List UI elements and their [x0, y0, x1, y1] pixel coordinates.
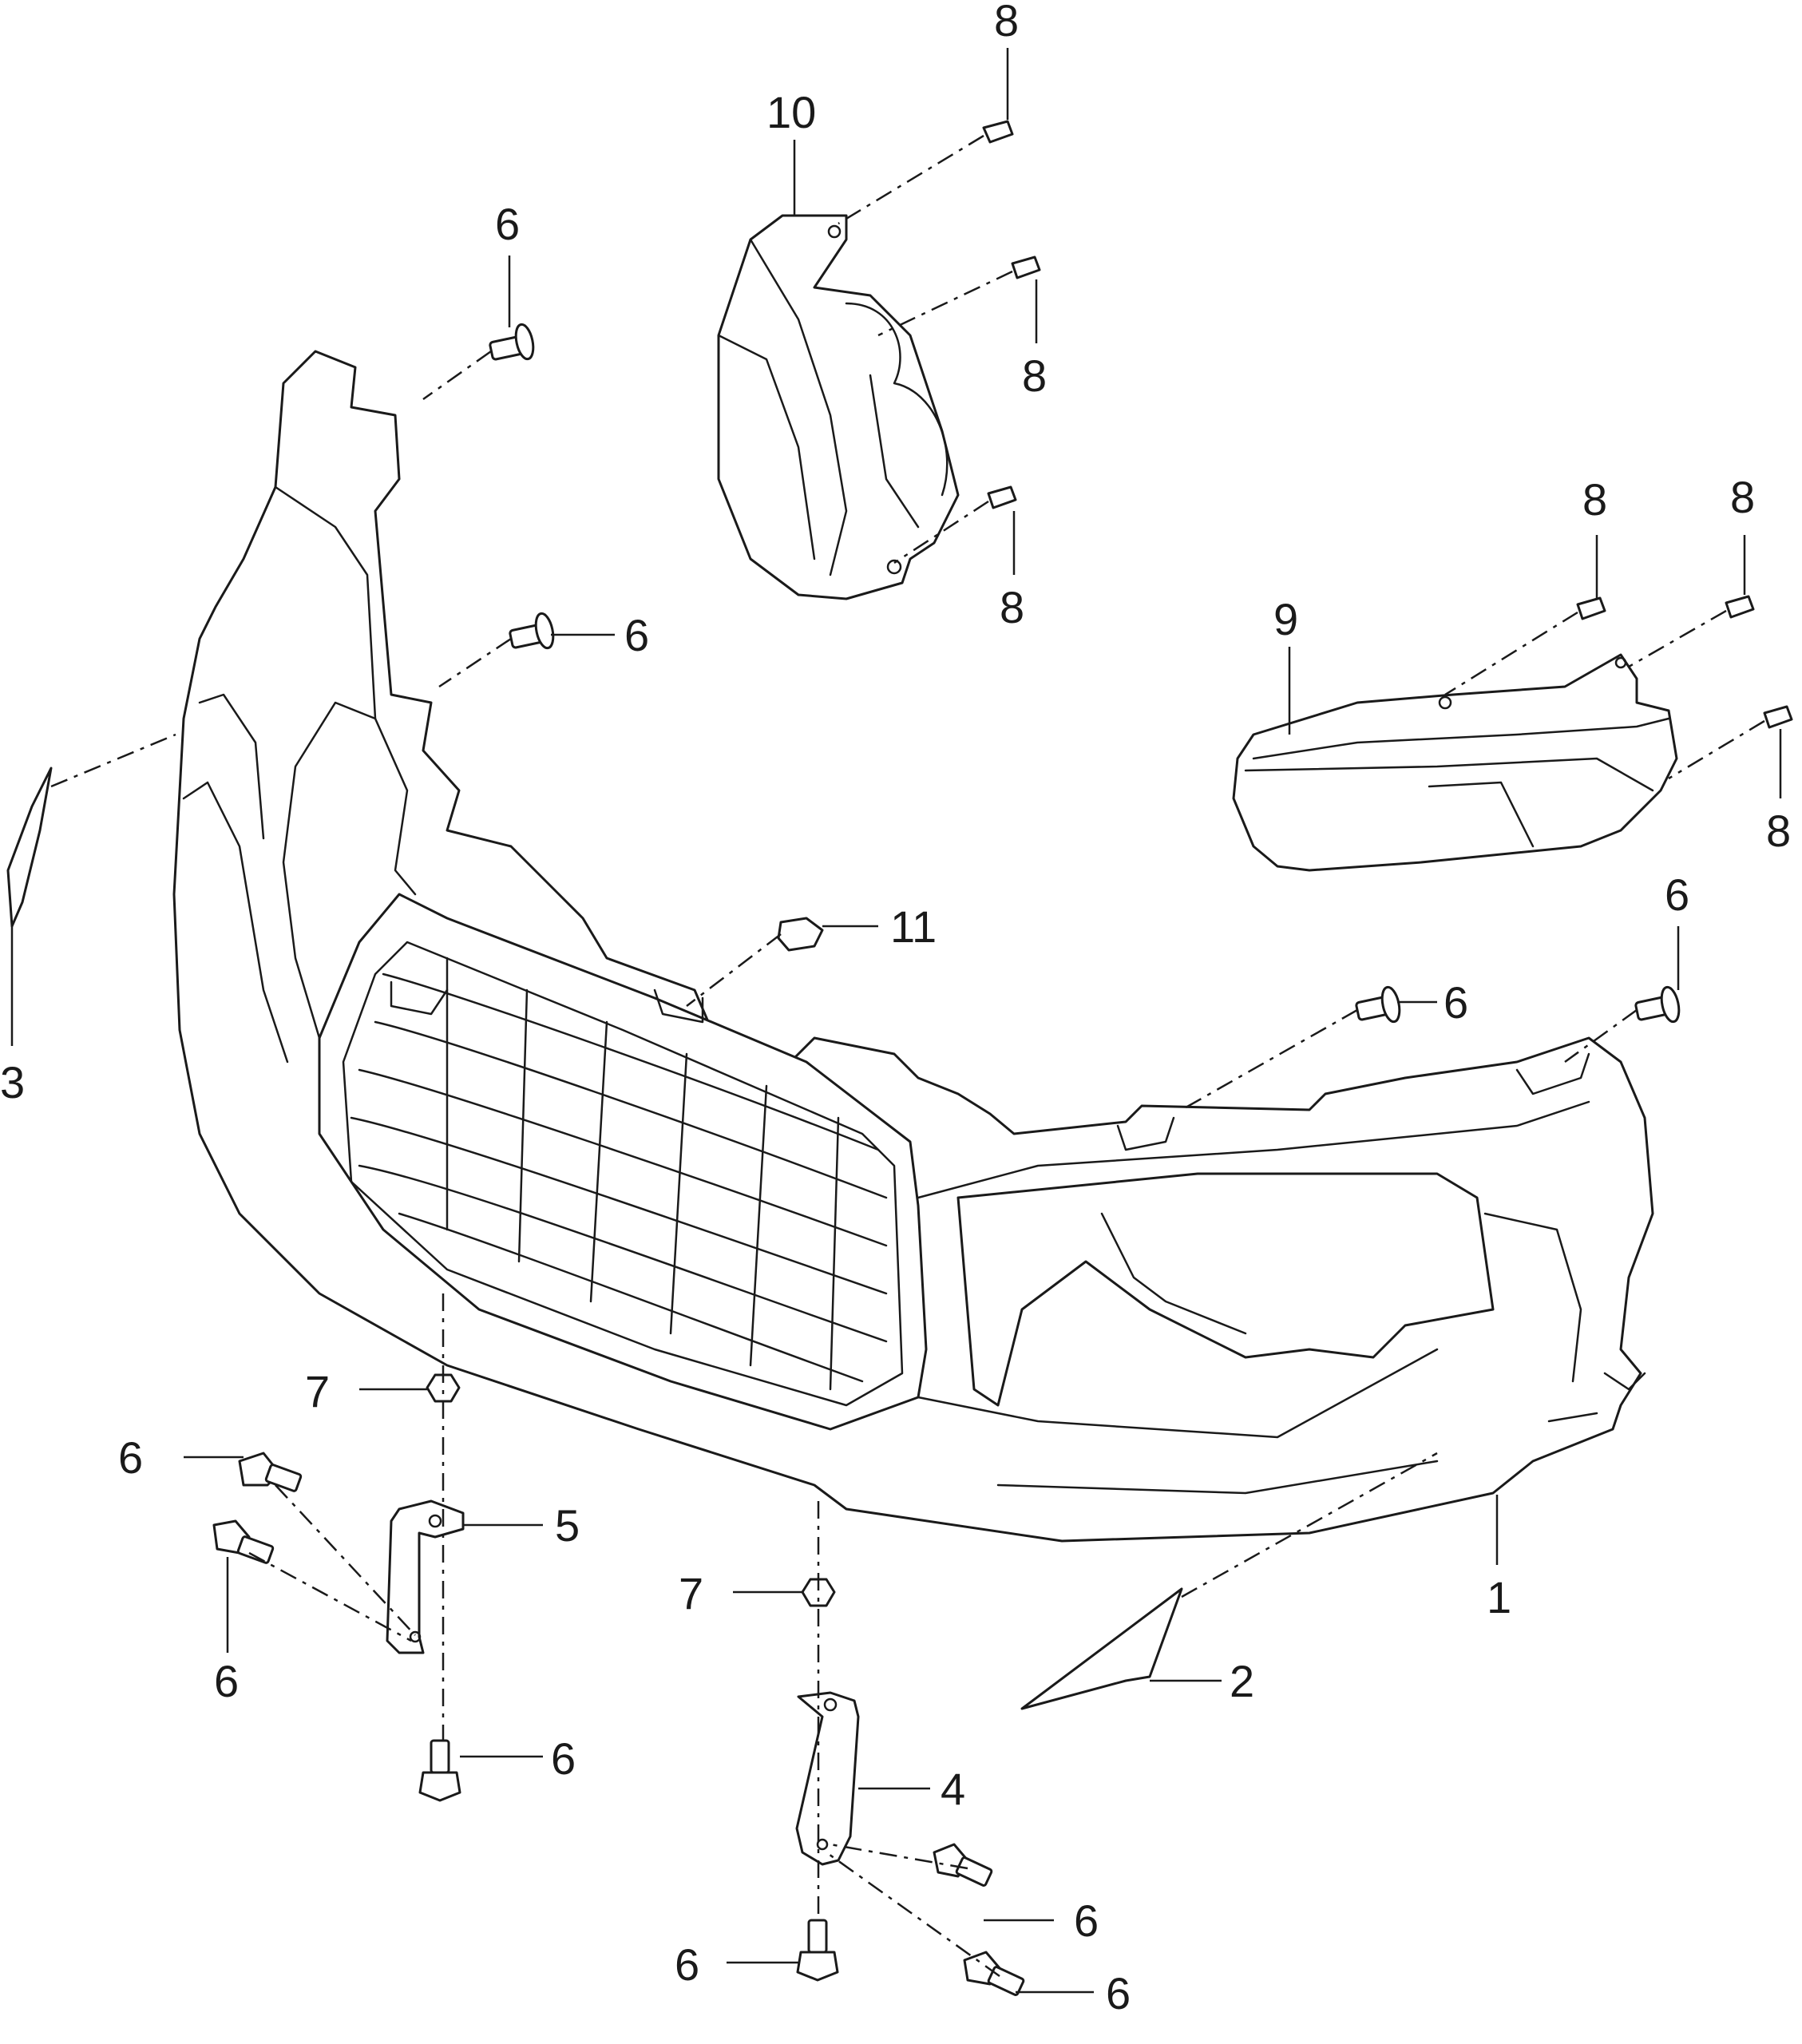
bolt-6-upper-left-part	[489, 323, 535, 361]
bracket-hole	[409, 1630, 422, 1643]
callout-6h: 6	[1074, 1895, 1099, 1946]
side-trim-part	[6, 766, 53, 928]
callout-9: 9	[1273, 594, 1298, 644]
right-auxiliary-lamp-part	[1232, 653, 1678, 872]
callout-7b: 7	[679, 1568, 703, 1618]
screw-8-c-part	[987, 485, 1017, 509]
callout-6f: 6	[214, 1656, 239, 1706]
bracket-hole	[428, 1514, 442, 1528]
bolt-6-lower-left-c-part	[418, 1739, 461, 1802]
bolt-6-upper-right-b-part	[1634, 985, 1681, 1024]
callout-6e: 6	[118, 1432, 143, 1483]
clip-11-part	[777, 917, 824, 952]
screw-8-d-part	[1576, 596, 1606, 620]
callout-8c: 8	[1000, 582, 1024, 632]
callout-10: 10	[766, 87, 816, 137]
callout-11: 11	[890, 901, 937, 952]
callout-1: 1	[1487, 1572, 1511, 1622]
screw-8-f-part	[1763, 705, 1793, 729]
callout-6a: 6	[495, 199, 520, 249]
callout-8a: 8	[994, 0, 1019, 46]
left-headlamp-part	[717, 214, 960, 600]
callout-6i: 6	[1106, 1968, 1131, 2018]
callout-8f: 8	[1766, 806, 1791, 856]
left-bracket-part	[386, 1499, 465, 1654]
bolt-6-lower-left-b-part	[212, 1519, 275, 1564]
lower-trim-insert-part	[1020, 1587, 1183, 1710]
bolt-6-lower-left-a-part	[238, 1452, 303, 1492]
bolt-6-lower-right-b-part	[963, 1951, 1025, 1996]
callout-3: 3	[0, 1057, 25, 1107]
bolt-6-lower-right-a-part	[933, 1843, 993, 1887]
callout-6b: 6	[624, 610, 649, 660]
callout-6d: 6	[1665, 869, 1689, 920]
fasteners	[212, 120, 1793, 1996]
leader-lines	[10, 48, 1782, 1994]
callout-5: 5	[555, 1500, 580, 1551]
front-fascia-part	[172, 350, 1654, 1543]
callout-2: 2	[1230, 1656, 1254, 1706]
assembly-lines	[50, 134, 1765, 1978]
callout-8d: 8	[1582, 474, 1607, 525]
screw-8-a-part	[982, 120, 1014, 144]
screw-8-e-part	[1725, 595, 1755, 619]
bracket-hole	[823, 1697, 838, 1712]
callout-8b: 8	[1022, 351, 1047, 401]
screw-8-b-part	[1011, 256, 1041, 279]
callout-6g: 6	[551, 1733, 576, 1784]
bracket-hole	[816, 1838, 829, 1851]
callout-6j: 6	[675, 1939, 699, 1990]
callout-4: 4	[941, 1764, 965, 1814]
callout-7a: 7	[305, 1366, 330, 1416]
bolt-6-lower-right-c-part	[796, 1919, 839, 1982]
right-bracket-part	[795, 1691, 860, 1866]
callout-6c: 6	[1444, 977, 1468, 1028]
bolt-6-upper-right-a-part	[1355, 985, 1401, 1024]
callout-8e: 8	[1730, 472, 1755, 522]
nut-7-left-part	[426, 1373, 461, 1403]
bolt-6-mid-left-part	[509, 612, 555, 650]
